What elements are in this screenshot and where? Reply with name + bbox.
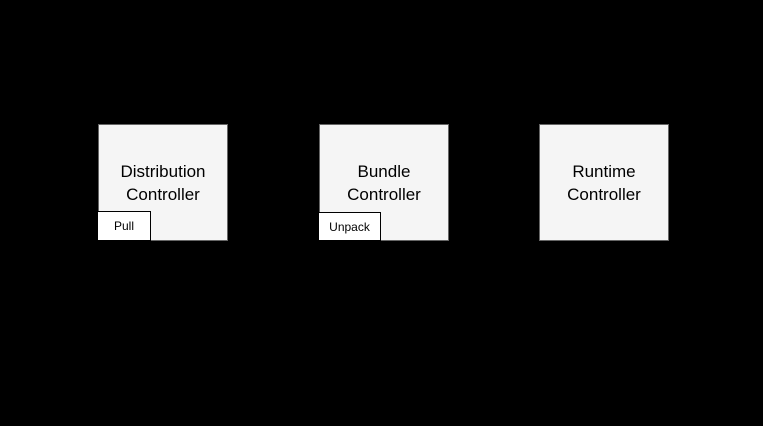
subnode-unpack: Unpack [318,212,381,241]
node-label: Runtime Controller [567,161,641,204]
node-runtime-controller: Runtime Controller [539,124,669,241]
node-label: Distribution Controller [120,161,206,204]
subnode-pull: Pull [97,211,151,241]
subnode-label: Unpack [329,219,370,234]
node-label: Bundle Controller [347,161,421,204]
subnode-label: Pull [113,219,134,233]
